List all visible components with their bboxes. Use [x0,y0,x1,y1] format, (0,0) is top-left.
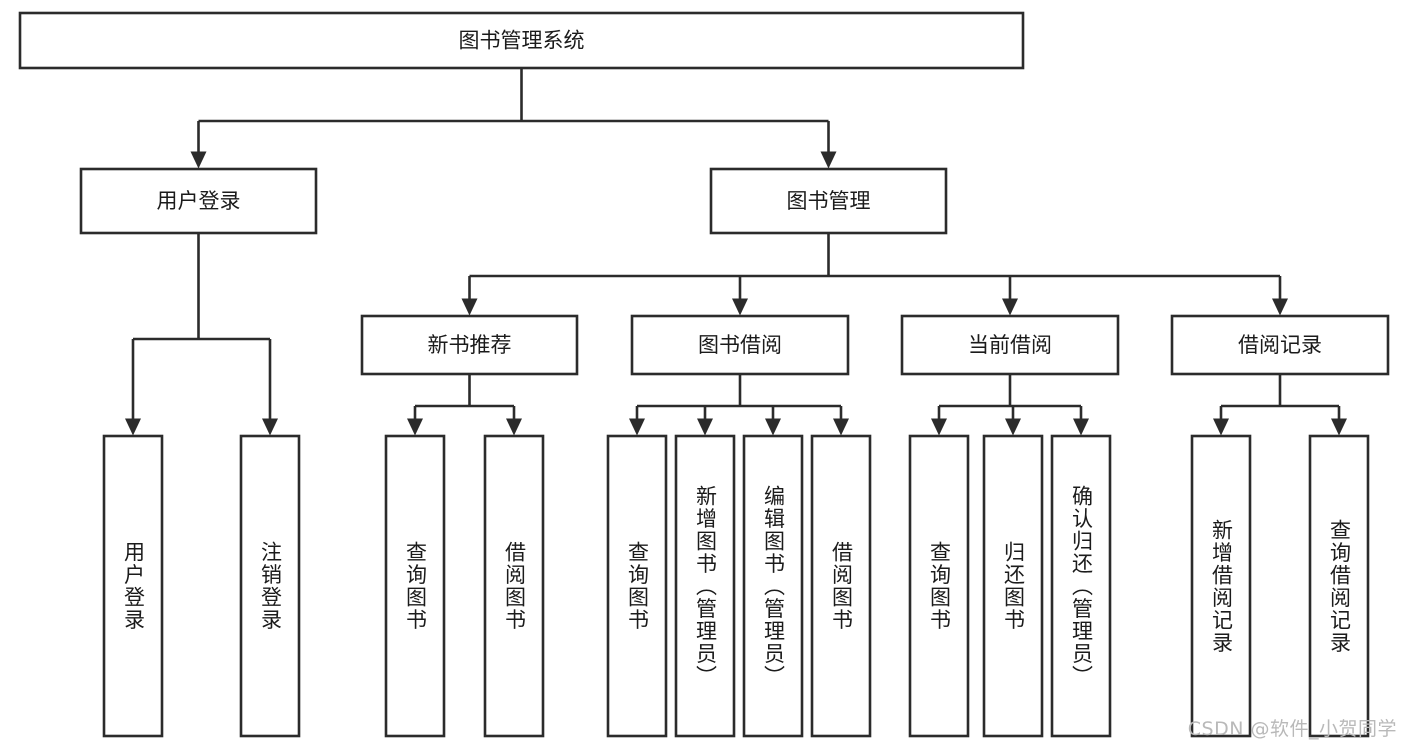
node-label: 编辑图书（管理员） [761,484,786,688]
node-leaf-borrow-book-1[interactable]: 借阅图书 [483,434,545,738]
node-box[interactable] [630,314,850,376]
node-label-container: 查询图书 [927,541,952,631]
node-label: 图书管理 [787,189,871,213]
node-label-container: 查询借阅记录 [1327,518,1352,654]
node-box[interactable] [483,434,545,738]
arrow-head-icon [765,418,781,436]
node-label-container: 新增图书（管理员） [693,484,718,688]
arrow-head-icon [461,298,478,316]
node-label-container: 用户登录 [121,541,146,631]
node-l2-current-borrow[interactable]: 当前借阅 [900,314,1120,376]
node-label: 当前借阅 [968,333,1052,357]
node-l1-book-mgmt[interactable]: 图书管理 [709,167,948,235]
node-label-container: 借阅图书 [502,541,527,631]
node-leaf-query-book-2[interactable]: 查询图书 [606,434,668,738]
node-label: 图书借阅 [698,333,782,357]
nodes-layer: 图书管理系统用户登录图书管理新书推荐图书借阅当前借阅借阅记录用户登录注销登录查询… [18,11,1390,738]
node-leaf-user-logout[interactable]: 注销登录 [239,434,301,738]
node-box[interactable] [18,11,1025,70]
node-box[interactable] [674,434,736,738]
node-box[interactable] [1190,434,1252,738]
arrow-head-icon [1331,418,1347,436]
node-box[interactable] [982,434,1044,738]
node-l1-user-login[interactable]: 用户登录 [79,167,318,235]
node-l2-new-book-rec[interactable]: 新书推荐 [360,314,579,376]
node-label: 新书推荐 [428,333,512,357]
node-label: 新增借阅记录 [1209,518,1234,654]
node-label-container: 借阅图书 [829,541,854,631]
node-leaf-query-book-3[interactable]: 查询图书 [908,434,970,738]
arrow-head-icon [1005,418,1021,436]
node-box[interactable] [239,434,301,738]
node-box[interactable] [360,314,579,376]
node-label: 新增图书（管理员） [693,484,718,688]
node-leaf-borrow-book-2[interactable]: 借阅图书 [810,434,872,738]
arrow-head-icon [407,418,423,436]
node-label: 查询借阅记录 [1327,518,1352,654]
node-box[interactable] [900,314,1120,376]
node-label: 用户登录 [121,541,146,631]
node-label: 借阅图书 [829,541,854,631]
node-leaf-query-record[interactable]: 查询借阅记录 [1308,434,1370,738]
arrow-head-icon [190,151,207,169]
arrow-head-icon [931,418,947,436]
node-leaf-query-book-1[interactable]: 查询图书 [384,434,446,738]
arrow-head-icon [697,418,713,436]
node-box[interactable] [908,434,970,738]
node-label-container: 确认归还（管理员） [1069,484,1094,688]
arrow-head-icon [1272,298,1288,316]
node-box[interactable] [742,434,804,738]
arrow-head-icon [820,151,837,169]
node-label-container: 查询图书 [403,541,428,631]
node-leaf-add-book[interactable]: 新增图书（管理员） [674,434,736,738]
node-box[interactable] [1050,434,1112,738]
arrow-head-icon [125,418,141,436]
arrow-head-icon [1073,418,1089,436]
arrow-head-icon [262,418,278,436]
node-l2-borrow-record[interactable]: 借阅记录 [1170,314,1390,376]
node-box[interactable] [1308,434,1370,738]
arrow-head-icon [732,298,748,316]
node-label: 确认归还（管理员） [1069,484,1094,688]
node-label: 注销登录 [258,541,283,631]
node-box[interactable] [709,167,948,235]
node-label: 借阅图书 [502,541,527,631]
node-leaf-user-login[interactable]: 用户登录 [102,434,164,738]
node-box[interactable] [810,434,872,738]
node-label: 借阅记录 [1238,333,1322,357]
node-label: 归还图书 [1001,541,1026,631]
arrow-head-icon [506,418,522,436]
edges-layer [125,68,1347,436]
node-label-container: 新增借阅记录 [1209,518,1234,654]
node-label-container: 归还图书 [1001,541,1026,631]
node-leaf-return-book[interactable]: 归还图书 [982,434,1044,738]
node-box[interactable] [606,434,668,738]
node-box[interactable] [384,434,446,738]
node-label: 图书管理系统 [459,29,585,53]
node-label-container: 查询图书 [625,541,650,631]
node-box[interactable] [79,167,318,235]
node-box[interactable] [1170,314,1390,376]
node-label-container: 注销登录 [258,541,283,631]
node-root[interactable]: 图书管理系统 [18,11,1025,70]
node-label-container: 编辑图书（管理员） [761,484,786,688]
arrow-head-icon [1213,418,1229,436]
node-label: 查询图书 [403,541,428,631]
node-label: 查询图书 [625,541,650,631]
node-box[interactable] [102,434,164,738]
node-leaf-confirm-return[interactable]: 确认归还（管理员） [1050,434,1112,738]
node-leaf-edit-book[interactable]: 编辑图书（管理员） [742,434,804,738]
arrow-head-icon [1002,298,1018,316]
node-label: 查询图书 [927,541,952,631]
node-label: 用户登录 [157,189,241,213]
arrow-head-icon [629,418,645,436]
arrow-head-icon [833,418,849,436]
node-l2-book-borrow[interactable]: 图书借阅 [630,314,850,376]
watermark-label: CSDN @软件_小贺同学 [1187,718,1397,740]
node-leaf-add-record[interactable]: 新增借阅记录 [1190,434,1252,738]
